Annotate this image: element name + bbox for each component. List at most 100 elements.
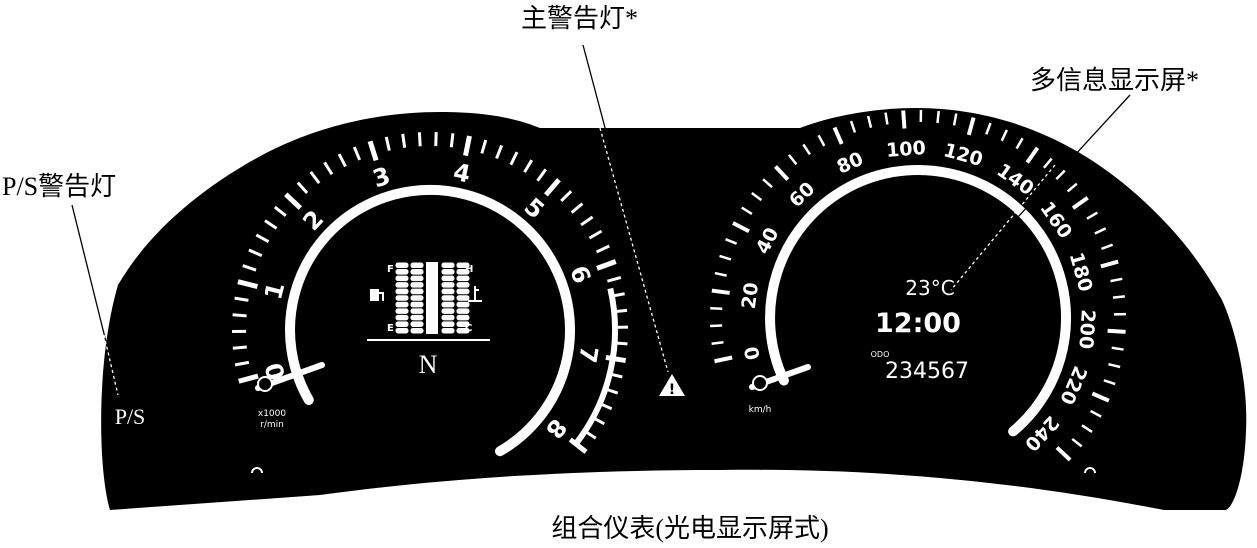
odometer-label: ODO — [871, 350, 890, 359]
tachometer-tick — [367, 140, 379, 162]
gauge-bar-segment — [456, 314, 470, 321]
multi-info-display-callout: 多信息显示屏* — [1030, 66, 1199, 95]
ps-warning-leader-inner — [103, 334, 119, 396]
clock-time: 12:00 — [875, 308, 961, 339]
gauge-bar-segment — [395, 321, 409, 327]
speedometer-tick — [884, 112, 889, 125]
gauge-bar-segment — [441, 288, 455, 295]
speedometer-tick — [1091, 391, 1110, 403]
gauge-bar-segment — [441, 301, 455, 308]
speedometer-tick — [1103, 379, 1116, 386]
tachometer-tick — [284, 192, 303, 210]
gauge-bar-segment — [456, 262, 470, 269]
tachometer-redzone-band — [573, 287, 619, 446]
temperature-level-bars — [441, 262, 470, 334]
tachometer-tick — [480, 139, 488, 154]
ps-warning-callout: P/S警告灯 — [2, 172, 116, 201]
multi-information-display: 23°C 12:00 ODO 234567 — [871, 276, 969, 384]
speedometer-tick — [1110, 277, 1123, 283]
speedometer-tick — [719, 254, 732, 261]
speedometer-tick — [985, 122, 992, 135]
tachometer-tick — [595, 244, 610, 254]
gauge-bar-segment — [441, 262, 455, 269]
speedometer-tick — [1042, 157, 1053, 169]
tachometer-unit-line2: r/min — [260, 420, 284, 430]
gauge-bar-segment — [410, 275, 424, 282]
fuel-full-label: F — [387, 264, 394, 275]
speedometer-tick — [1107, 328, 1126, 334]
gauge-bar-segment — [410, 288, 424, 295]
gauge-bar-segment — [456, 308, 470, 314]
speedometer-tick — [1025, 146, 1040, 164]
gauge-bar-segment — [395, 262, 409, 269]
gauge-bar-segment — [395, 275, 409, 282]
tachometer-tick — [234, 360, 250, 367]
tachometer-tick-label: 7 — [573, 344, 603, 365]
speedometer-tick — [714, 271, 727, 277]
speedometer-tick — [817, 134, 826, 147]
tachometer-tick — [234, 296, 249, 302]
speedometer-unit: km/h — [749, 405, 772, 415]
gauge-bar-segment — [456, 288, 470, 295]
speedometer-tick-label: 20 — [738, 281, 763, 310]
speedometer-tick — [1071, 437, 1083, 448]
speedometer-tick-marks — [710, 110, 1126, 462]
outside-temperature: 23°C — [905, 276, 954, 300]
gauge-bar-segment — [456, 282, 470, 288]
tachometer-tick-label: 1 — [259, 279, 290, 302]
tachometer-tick — [536, 168, 547, 182]
cluster-housing — [101, 108, 1247, 510]
gauge-bar-segment — [410, 321, 424, 327]
speedometer-tick-label: 200 — [1074, 309, 1099, 350]
tachometer-tick — [580, 215, 594, 227]
tachometer-tick — [495, 144, 504, 160]
tachometer-tick — [237, 279, 258, 289]
tachometer-tick — [596, 259, 617, 271]
speedometer-tick — [710, 306, 723, 311]
tachometer-tick — [337, 153, 347, 168]
tachometer-tick — [384, 136, 391, 151]
tachometer-tick — [323, 161, 334, 176]
speedometer-tick — [1108, 362, 1121, 369]
speedometer-tick — [787, 154, 798, 166]
gauge-bar-segment — [441, 282, 455, 288]
gauge-bar-segment — [395, 327, 409, 334]
speedometer-tick — [802, 143, 811, 156]
speedometer-tick — [725, 238, 738, 245]
tachometer-tick — [296, 181, 309, 195]
gauge-bar-segment — [441, 269, 455, 275]
speedometer-tick — [901, 110, 907, 129]
gauge-bar-segment — [441, 314, 455, 321]
speedometer-tick — [711, 340, 724, 345]
tachometer-tick — [570, 202, 584, 214]
tachometer-tick — [606, 275, 622, 283]
figure-caption: 组合仪表(光电显示屏式) — [551, 514, 828, 543]
fuel-empty-label: E — [387, 323, 394, 334]
gauge-divider — [426, 262, 438, 334]
tachometer-tick — [255, 233, 270, 243]
gauge-bar-segment — [395, 295, 409, 301]
speedometer-tick — [762, 178, 773, 189]
right-bottom-indicator — [1084, 467, 1096, 474]
tachometer-ring — [285, 184, 576, 457]
gauge-bar-segment — [456, 275, 470, 282]
master-warning-symbol: ! — [669, 382, 675, 398]
tachometer-tick — [352, 146, 362, 161]
tachometer-tick — [588, 229, 603, 240]
gauge-bar-segment — [456, 301, 470, 308]
speedometer-tick-label: 100 — [885, 137, 926, 162]
tachometer-unit-line1: x1000 — [258, 409, 287, 419]
leader-lines — [71, 44, 1131, 396]
speedometer-tick — [1055, 446, 1072, 462]
tachometer-tick — [232, 313, 247, 318]
speedometer-tick — [966, 117, 976, 136]
speedometer-tick — [1100, 259, 1119, 269]
gauge-bar-segment — [395, 269, 409, 275]
ps-warning-leader — [71, 204, 119, 391]
ps-indicator: P/S — [115, 404, 146, 429]
gear-position-indicator: N — [419, 350, 438, 379]
speedometer-tick — [866, 115, 873, 129]
tachometer-tick — [242, 264, 257, 272]
speedometer-tick — [774, 165, 790, 181]
